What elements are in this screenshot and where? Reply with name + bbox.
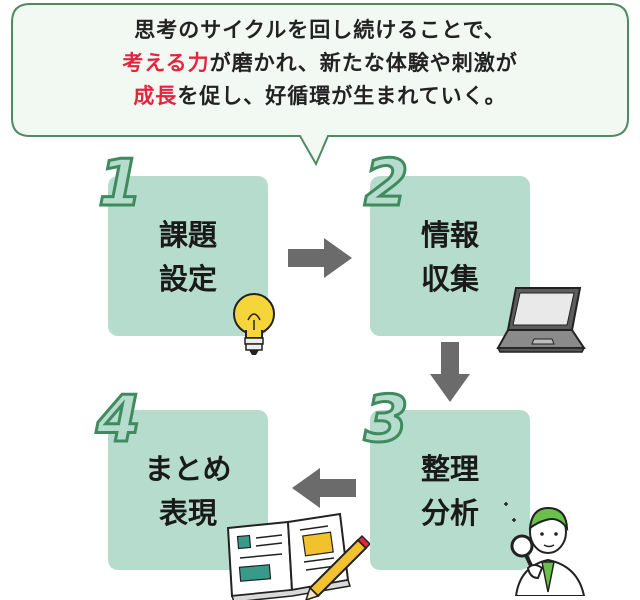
notebook-pencil-icon — [226, 512, 370, 600]
step-1-label-line1: 課題 — [158, 218, 217, 252]
step-3-label-line1: 整理 — [420, 452, 479, 486]
step-number-2: 2 — [363, 147, 411, 221]
step-2-label-line2: 収集 — [420, 262, 479, 296]
step-2-label-line1: 情報 — [420, 218, 479, 252]
step-number-4: 4 — [95, 383, 143, 457]
bubble-accent-growth: 成長 — [133, 84, 178, 108]
bubble-accent-thinking-power: 考える力 — [122, 51, 210, 75]
step-card-3: 整理 分析 — [370, 410, 530, 570]
step-3-label-line2: 分析 — [420, 496, 479, 530]
person-magnifier-icon — [504, 502, 586, 596]
bubble-text: 思考のサイクルを回し続けることで、 考える力が磨かれ、新たな体験や刺激が 成長を… — [0, 14, 640, 113]
lightbulb-icon — [233, 293, 275, 355]
step-number-3: 3 — [363, 383, 411, 457]
step-card-2: 情報 収集 — [370, 176, 530, 336]
step-1-label-line2: 設定 — [158, 262, 217, 296]
arrow-down — [430, 342, 470, 402]
arrow-left — [292, 468, 356, 508]
step-number-1: 1 — [97, 147, 145, 221]
bubble-line-3: 成長を促し、好循環が生まれていく。 — [133, 84, 507, 108]
bubble-line-2: 考える力が磨かれ、新たな体験や刺激が — [122, 51, 518, 75]
bubble-line-1: 思考のサイクルを回し続けることで、 — [134, 18, 506, 42]
arrow-right — [288, 238, 352, 278]
step-4-label-line1: まとめ — [144, 452, 232, 486]
step-4-label-line2: 表現 — [158, 496, 217, 530]
laptop-icon — [496, 287, 586, 353]
